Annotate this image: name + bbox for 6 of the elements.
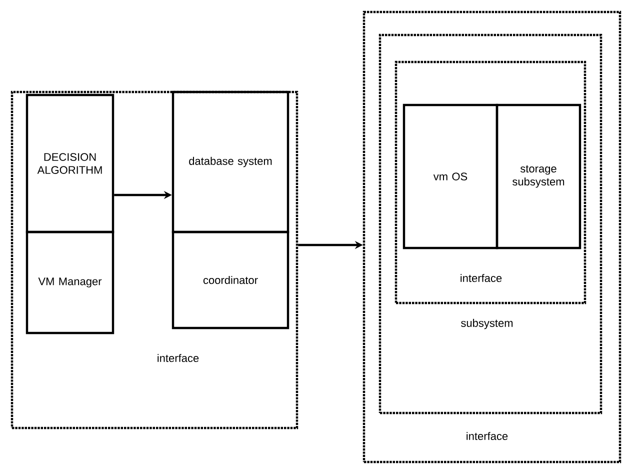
component-box: vm OS (402, 104, 498, 250)
component-box: database system (172, 90, 290, 234)
component-box: storage subsystem (496, 104, 582, 250)
component-box: DECISION ALGORITHM (26, 94, 114, 234)
component-box: VM Manager (26, 230, 114, 334)
component-box: coordinator (172, 230, 290, 330)
